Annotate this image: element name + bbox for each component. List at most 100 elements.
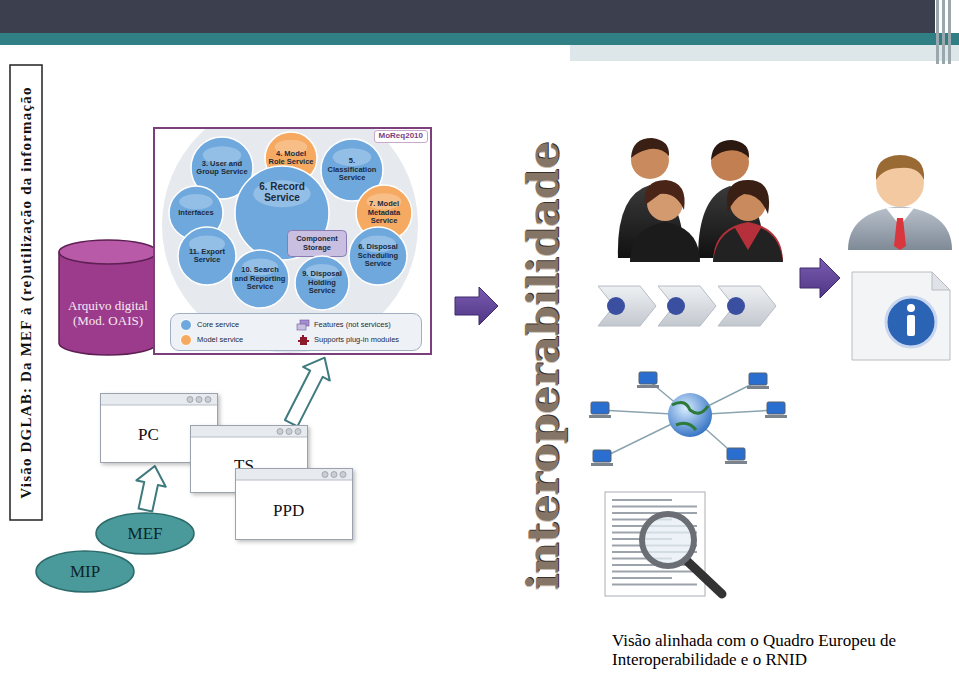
info-document-part <box>907 315 915 336</box>
legend-item: Core service <box>179 319 296 331</box>
network-part <box>639 372 657 384</box>
block-arrow <box>285 358 330 427</box>
info-document-part <box>907 304 915 312</box>
text-area: 9. Disposal Holding Service <box>298 263 346 303</box>
people-group <box>618 138 783 262</box>
user-figure <box>848 155 952 250</box>
service-circle: 11. Export Service <box>177 226 237 286</box>
node-text: 7. Model Metadata Service <box>359 200 409 225</box>
network-part <box>589 415 611 418</box>
network-part <box>591 402 609 414</box>
service-circle: 6. Disposal Scheduling Service <box>348 226 408 286</box>
text-area: Component Storage <box>287 230 347 257</box>
network-part <box>747 386 769 389</box>
title-frame <box>10 65 42 520</box>
node-text: PPD <box>273 501 353 520</box>
model-oval: MEF <box>95 512 195 555</box>
legend-item: Model service <box>179 334 296 346</box>
header-bar-part <box>936 0 939 64</box>
flow-arrow-part <box>455 287 498 325</box>
text-area: 6. Record Service <box>241 181 324 214</box>
keyword-label: interoperabilidade <box>516 145 570 590</box>
window-box: PPD <box>235 468 353 540</box>
people-group-part <box>631 138 669 158</box>
document-search-part-part <box>612 506 697 508</box>
legend-swatch <box>179 319 193 331</box>
text-area: 6. Disposal Scheduling Service <box>352 234 404 277</box>
network-part <box>593 450 611 462</box>
text-area: MIP <box>35 550 135 593</box>
process-chevrons-part <box>607 297 625 315</box>
service-circle: 9. Disposal Holding Service <box>294 255 350 311</box>
document-search-part <box>686 560 722 594</box>
network-part <box>725 461 747 464</box>
network-part <box>668 393 712 437</box>
header-bar-part <box>0 33 959 45</box>
legend-swatch <box>179 334 193 346</box>
text-area: Arquivo digital (Mod. OAIS) <box>58 280 158 347</box>
node-text: 3. User and Group Service <box>194 160 249 177</box>
node-text: MIP <box>70 562 100 581</box>
feature-symbol <box>296 319 310 331</box>
people-group-part <box>630 222 700 262</box>
legend-text: Supports plug-in modules <box>314 335 399 344</box>
people-group-part <box>727 180 769 214</box>
process-chevrons-part <box>598 286 656 326</box>
process-chevrons-part <box>658 286 716 326</box>
flow-arrow <box>455 258 840 325</box>
process-chevrons-part <box>718 286 776 326</box>
document-search <box>605 492 722 596</box>
network <box>589 372 787 466</box>
node-text: 6. Record Service <box>241 181 324 203</box>
node-text: 9. Disposal Holding Service <box>298 270 346 295</box>
process-chevrons <box>598 286 776 326</box>
network-part <box>727 448 745 460</box>
user-figure-part <box>848 206 952 250</box>
title-frame-part <box>10 65 42 520</box>
user-figure-part <box>876 155 924 180</box>
process-chevrons-part <box>667 297 685 315</box>
info-document <box>852 272 950 360</box>
node-text: 11. Export Service <box>181 248 233 265</box>
caption: Visão alinhada com o Quadro Europeu de I… <box>612 632 954 669</box>
header-bar <box>0 0 959 64</box>
text-area: MEF <box>95 512 195 555</box>
model-oval: MIP <box>35 550 135 593</box>
text-area: 11. Export Service <box>181 234 233 277</box>
text-area: MoReq2010 <box>374 130 428 143</box>
text-area: 10. Search and Reporting Service <box>234 257 286 300</box>
document-search-part-part <box>612 577 672 579</box>
node-text: 5. Classification Service <box>324 157 379 182</box>
node-text: 6. Disposal Scheduling Service <box>352 243 404 268</box>
network-part <box>672 402 708 430</box>
document-search-part-part <box>612 499 672 501</box>
process-chevrons-part <box>727 297 745 315</box>
info-document-part <box>932 272 950 290</box>
network-part <box>767 402 785 414</box>
service-circle: 10. Search and Reporting Service <box>230 249 290 309</box>
node-outline <box>58 240 158 355</box>
legend-item: Supports plug-in modules <box>296 334 413 346</box>
header-bar-part <box>0 0 935 33</box>
legend-text: Features (not services) <box>314 320 391 329</box>
document-search-part <box>612 500 697 585</box>
document-search-part <box>642 514 694 566</box>
node-text: Component Storage <box>290 235 344 252</box>
text-area: 3. User and Group Service <box>194 145 249 191</box>
people-group-part <box>711 140 749 160</box>
network-part <box>637 385 659 388</box>
service-circle: 6. Record ServiceComponent Storage <box>234 165 330 261</box>
network-part <box>765 415 787 418</box>
title: Visão DGLAB: Da MEF à (re)utilização da … <box>10 65 42 520</box>
header-bar-part <box>942 0 945 64</box>
node-text: MoReq2010 <box>379 132 423 141</box>
block-arrow <box>136 466 165 512</box>
feature-box: Component Storage <box>287 230 347 257</box>
header-bar-part <box>570 45 959 61</box>
info-document-part <box>886 297 936 347</box>
node-text: 10. Search and Reporting Service <box>234 266 286 291</box>
text-area: 5. Classification Service <box>324 147 379 193</box>
legend-text: Core service <box>197 320 239 329</box>
document-search-part-part <box>612 584 697 586</box>
node-text: 4. Model Role Service <box>268 150 314 167</box>
